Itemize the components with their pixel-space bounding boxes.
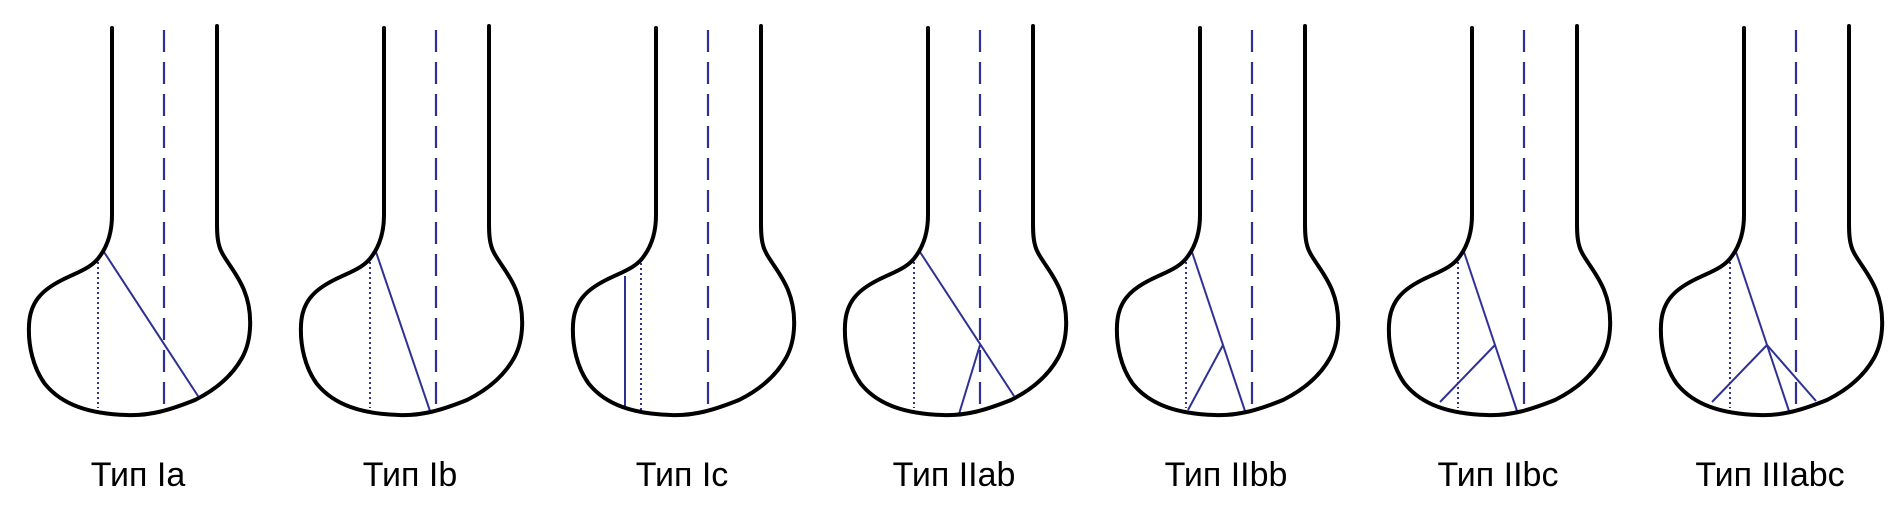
fracture-branch-right: [1766, 344, 1817, 402]
bone-outline: [1114, 24, 1341, 418]
bone-outline: [570, 24, 797, 418]
panel-label: Тип Ib: [363, 456, 457, 494]
fracture-panel-iiiabc: Тип IIIabc: [1658, 24, 1885, 494]
fracture-branch: [1439, 344, 1496, 403]
fracture-panel-ic: Тип Ic: [570, 24, 797, 494]
bone-outline: [298, 24, 525, 418]
bone-outline: [1658, 24, 1885, 418]
fracture-panel-iiab: Тип IIab: [842, 24, 1069, 494]
fracture-line: [375, 251, 431, 412]
panel-label: Тип Ia: [91, 456, 186, 494]
fracture-line: [1191, 251, 1246, 412]
bone-outline: [842, 24, 1069, 418]
fracture-branch-left: [1711, 344, 1768, 403]
panel-label: Тип Ic: [636, 456, 729, 494]
fracture-line: [103, 251, 199, 397]
fracture-branch: [958, 344, 981, 415]
fracture-panel-ia: Тип Ia: [26, 24, 253, 494]
fracture-panel-iibc: Тип IIbc: [1386, 24, 1613, 494]
fracture-line: [1463, 251, 1518, 412]
fracture-line: [919, 251, 1015, 397]
fracture-panel-ib: Тип Ib: [298, 24, 525, 494]
panel-label: Тип IIIabc: [1695, 456, 1844, 494]
panel-label: Тип IIbc: [1438, 456, 1559, 494]
fracture-branch: [1187, 344, 1224, 411]
fracture-line: [1735, 251, 1790, 412]
bone-outline: [26, 24, 253, 418]
bone-outline: [1386, 24, 1613, 418]
panel-label: Тип IIbb: [1165, 456, 1288, 494]
fracture-panel-iibb: Тип IIbb: [1114, 24, 1341, 494]
panel-label: Тип IIab: [893, 456, 1016, 494]
